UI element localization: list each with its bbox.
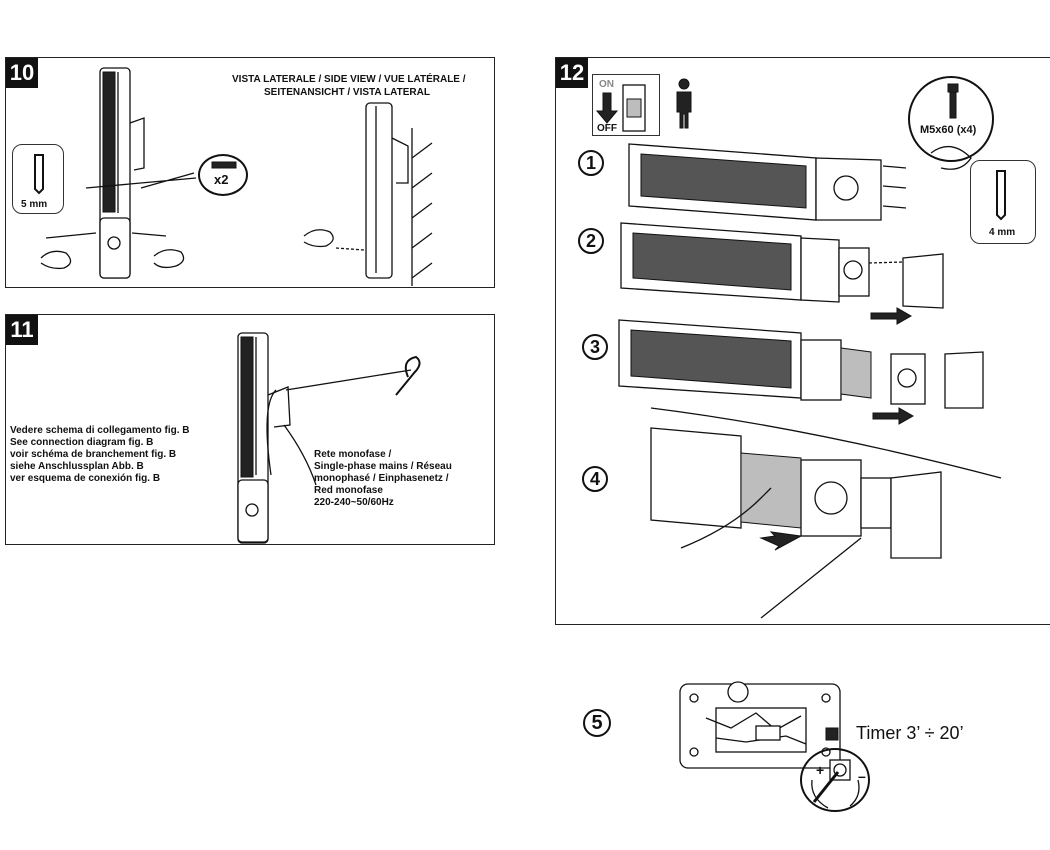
- allen-key-size: 4 mm: [989, 227, 1016, 238]
- switch-down-arrow-icon: [595, 84, 646, 132]
- single-phase-mains-label: Rete monofase / Single-phase mains / Rés…: [314, 449, 452, 509]
- timer-pcb-illustration: [679, 681, 841, 769]
- mains-label-line: Single-phase mains / Réseau: [314, 461, 452, 472]
- panel-12: 12 ON OFF M5x60 (x4) 4 mm 1 2 3 4: [555, 57, 1050, 625]
- screw-callout: M5x60 (x4): [908, 76, 994, 162]
- connection-note-line: Vedere schema di collegamento fig. B: [10, 425, 190, 436]
- screw-icon: [947, 83, 959, 119]
- person-icon: [676, 78, 692, 129]
- allen-key-icon: [34, 154, 44, 195]
- disassembly-illustration: [618, 143, 1002, 619]
- connection-diagram-note: Vedere schema di collegamento fig. B See…: [10, 425, 190, 485]
- screw-icon: [211, 161, 237, 169]
- timer-minus-label: –: [858, 768, 866, 784]
- heater-side-illustration: [303, 102, 433, 286]
- connection-note-line: voir schéma de branchement fig. B: [10, 449, 177, 460]
- connection-note-line: siehe Anschlussplan Abb. B: [10, 461, 144, 472]
- timer-range-label: Timer 3’ ÷ 20’: [856, 723, 964, 743]
- screw-callout: x2: [198, 154, 248, 196]
- timer-plus-label: +: [816, 762, 825, 778]
- screw-count: x2: [214, 172, 229, 187]
- switch-on-label: ON: [599, 79, 614, 90]
- panel-10: 10 VISTA LATERALE / SIDE VIEW / VUE LATÉ…: [5, 57, 495, 288]
- allen-key-box: 5 mm: [12, 144, 64, 214]
- mains-label-line: monophasé / Einphasenetz /: [314, 473, 449, 484]
- step-number-badge: 12: [556, 58, 588, 88]
- allen-key-icon: [996, 170, 1006, 221]
- step-number-badge: 10: [6, 58, 38, 88]
- timer-knob-icon: [811, 759, 860, 809]
- power-switch-box: ON OFF: [592, 74, 660, 136]
- step-marker-5: 5: [583, 709, 611, 737]
- mains-label-line: 220-240~50/60Hz: [314, 497, 394, 508]
- connection-note-line: See connection diagram fig. B: [10, 437, 154, 448]
- side-view-title: VISTA LATERALE / SIDE VIEW / VUE LATÉRAL…: [232, 74, 466, 85]
- timer-adjust-magnifier: + –: [800, 748, 870, 812]
- allen-key-size: 5 mm: [21, 199, 48, 210]
- mains-label-line: Rete monofase /: [314, 449, 392, 460]
- step-marker-2: 2: [578, 228, 604, 254]
- heater-front-illustration: [40, 67, 197, 279]
- panel-11: 11 Vedere schema di collegamento fig. B …: [5, 314, 495, 545]
- connection-note-line: ver esquema de conexión fig. B: [10, 473, 161, 484]
- step-number-badge: 11: [6, 315, 38, 345]
- step-marker-3: 3: [582, 334, 608, 360]
- switch-off-label: OFF: [597, 123, 617, 134]
- screw-size-label: M5x60 (x4): [920, 124, 977, 136]
- allen-key-box: 4 mm: [970, 160, 1036, 244]
- mains-label-line: Red monofase: [314, 485, 383, 496]
- heater-wiring-illustration: [237, 332, 421, 544]
- step-marker-4: 4: [582, 466, 608, 492]
- side-view-title-line2: SEITENANSICHT / VISTA LATERAL: [264, 87, 430, 98]
- step-marker-1: 1: [578, 150, 604, 176]
